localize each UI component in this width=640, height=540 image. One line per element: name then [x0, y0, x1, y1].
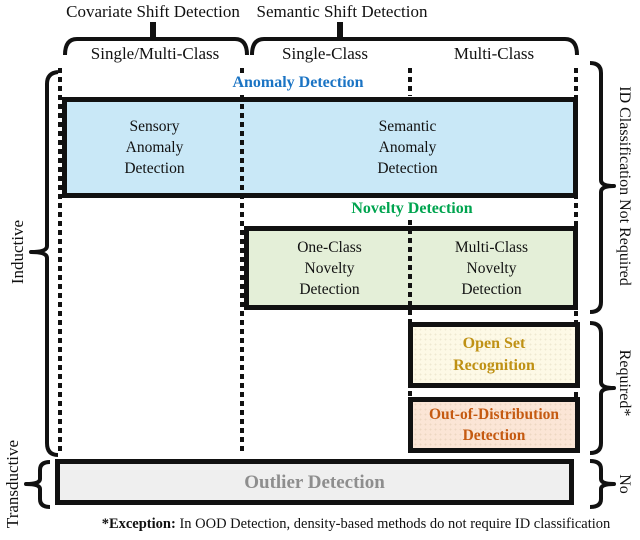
open-set-recognition-box: Open Set Recognition: [408, 322, 580, 388]
covariate-overbrace: [63, 37, 249, 56]
ood-detection-label: Out-of-Distribution Detection: [428, 406, 560, 444]
anomaly-detection-box: Sensory Anomaly Detection Semantic Anoma…: [62, 97, 578, 198]
outlier-detection-label: Outlier Detection: [244, 471, 385, 493]
required-brace: [589, 321, 616, 455]
footnote-exception-prefix: *Exception:: [101, 516, 176, 532]
covariate-shift-header: Covariate Shift Detection: [66, 2, 240, 21]
column-header-multi-class: Multi-Class: [453, 44, 535, 63]
column-header-single-class: Single-Class: [282, 44, 368, 63]
divider-dotted-left: [58, 68, 62, 452]
footnote-text: In OOD Detection, density-based methods …: [175, 516, 611, 532]
one-class-novelty-cell: One-Class Novelty Detection: [297, 238, 362, 298]
divider-dotted-single-multi: [240, 68, 244, 452]
semantic-overbrace: [250, 37, 579, 56]
outlier-detection-box: Outlier Detection: [55, 459, 574, 505]
novelty-detection-title: Novelty Detection: [348, 200, 476, 218]
column-header-single-multi-class: Single/Multi-Class: [90, 44, 220, 63]
inductive-brace: [29, 70, 59, 457]
ood-detection-box: Out-of-Distribution Detection: [408, 397, 580, 453]
anomaly-detection-title: Anomaly Detection: [229, 74, 367, 92]
multi-class-novelty-cell: Multi-Class Novelty Detection: [454, 238, 529, 298]
transductive-brace: [24, 460, 51, 509]
open-set-recognition-label: Open Set Recognition: [453, 335, 535, 374]
sensory-anomaly-cell: Sensory Anomaly Detection: [124, 118, 185, 177]
footnote: *Exception: In OOD Detection, density-ba…: [102, 516, 611, 533]
divider-dotted-single-class-upper: [408, 68, 412, 96]
id-not-required-brace: [589, 61, 616, 314]
semantic-anomaly-cell: Semantic Anomaly Detection: [377, 118, 438, 177]
semantic-shift-header: Semantic Shift Detection: [256, 2, 428, 21]
no-brace: [589, 459, 616, 509]
